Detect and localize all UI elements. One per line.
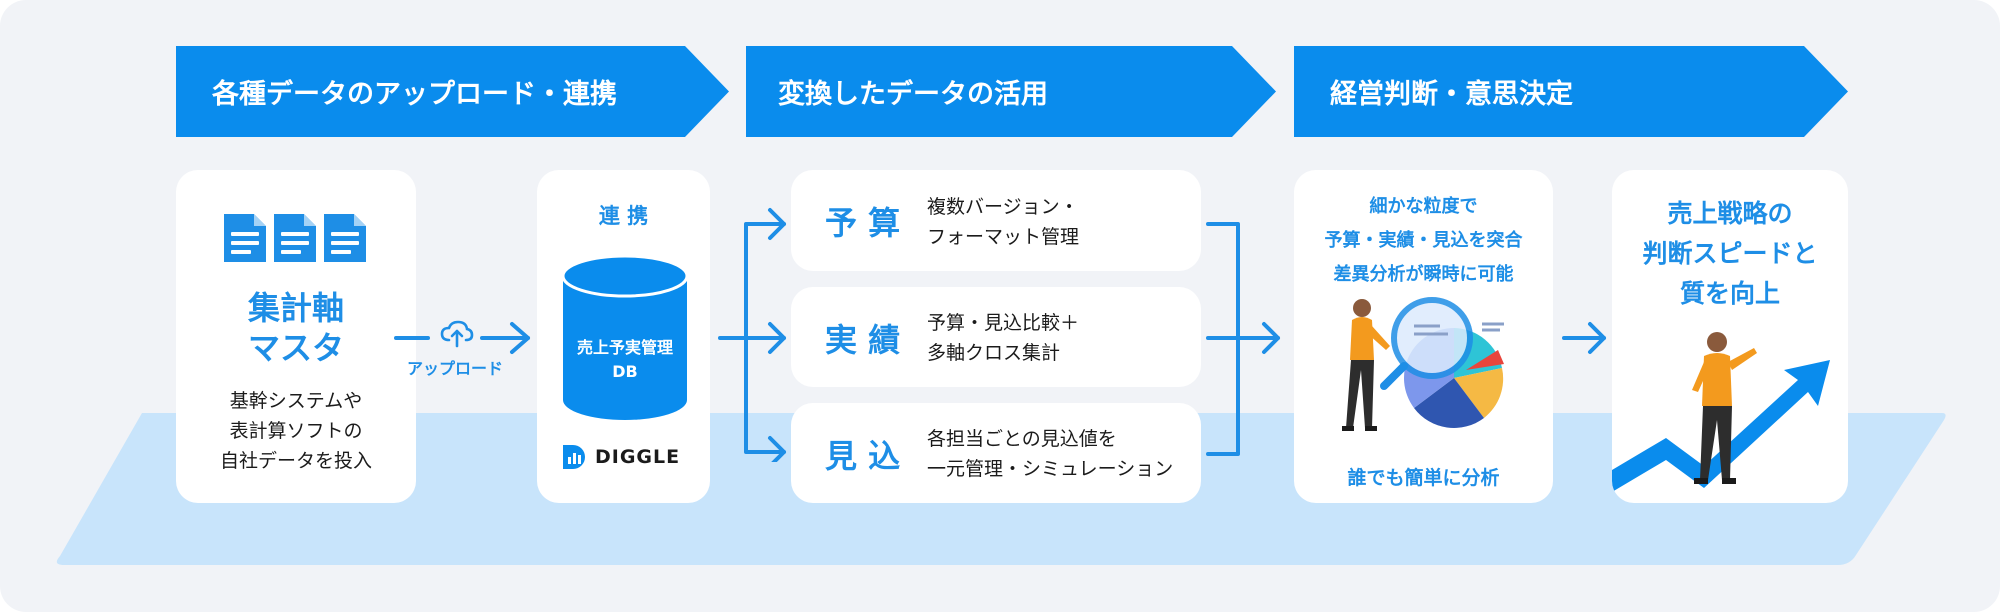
feature-card-forecast: 見 込 各担当ごとの見込値を 一元管理・シミュレーション — [791, 403, 1201, 503]
master-description: 基幹システムや 表計算ソフトの 自社データを投入 — [176, 386, 416, 476]
analysis-card: 細かな粒度で 予算・実績・見込を突合 差異分析が瞬時に可能 — [1294, 170, 1553, 503]
analysis-headline: 細かな粒度で 予算・実績・見込を突合 差異分析が瞬時に可能 — [1294, 190, 1553, 292]
header-utilize: 変換したデータの活用 — [746, 46, 1276, 137]
growth-arrow-illustration-icon — [1612, 332, 1830, 492]
master-title-line: 集計軸 — [247, 289, 344, 327]
feature-card-budget: 予 算 複数バージョン・ フォーマット管理 — [791, 170, 1201, 271]
diggle-logo: DIGGLE — [561, 443, 680, 471]
feature-title: 実 績 — [825, 321, 901, 359]
db-label-line: 売上予実管理 — [576, 338, 673, 357]
feature-desc-line: フォーマット管理 — [927, 226, 1080, 248]
result-arrow — [1562, 322, 1606, 354]
db-label-line: DB — [612, 362, 638, 381]
merge-connector — [1206, 222, 1280, 456]
master-card: 集計軸 マスタ 基幹システムや 表計算ソフトの 自社データを投入 — [176, 170, 416, 503]
feature-desc-line: 一元管理・シミュレーション — [927, 458, 1174, 480]
header-utilize-label: 変換したデータの活用 — [778, 79, 1048, 110]
feature-title: 予 算 — [825, 204, 901, 242]
analysis-footer: 誰でも簡単に分析 — [1347, 467, 1500, 489]
header-upload: 各種データのアップロード・連携 — [176, 46, 729, 137]
header-decision: 経営判断・意思決定 — [1294, 46, 1848, 137]
analysis-headline-line: 細かな粒度で — [1369, 196, 1478, 217]
feature-card-actual: 実 績 予算・見込比較＋ 多軸クロス集計 — [791, 287, 1201, 387]
cloud-upload-icon — [440, 320, 474, 348]
header-decision-label: 経営判断・意思決定 — [1330, 79, 1573, 110]
upload-arrow — [394, 322, 530, 354]
diggle-logo-icon — [563, 445, 585, 469]
feature-desc: 複数バージョン・ フォーマット管理 — [927, 192, 1079, 252]
header-upload-label: 各種データのアップロード・連携 — [212, 79, 617, 110]
feature-desc-line: 多軸クロス集計 — [927, 342, 1061, 364]
strategy-headline-line: 売上戦略の — [1667, 199, 1793, 228]
strategy-card: 売上戦略の 判断スピードと 質を向上 — [1612, 170, 1848, 503]
master-desc-line: 基幹システムや — [229, 390, 363, 412]
db-card: 連 携 売上予実管理 DB DIGGLE — [537, 170, 710, 503]
document-stack-icon — [222, 212, 372, 264]
master-title: 集計軸 マスタ — [176, 288, 416, 368]
feature-desc-line: 予算・見込比較＋ — [927, 312, 1080, 334]
diggle-logo-text: DIGGLE — [595, 446, 681, 468]
upload-label: アップロード — [406, 359, 503, 378]
strategy-headline-line: 質を向上 — [1679, 279, 1780, 308]
feature-title: 見 込 — [825, 437, 901, 475]
database-cylinder — [561, 254, 689, 420]
master-title-line: マスタ — [247, 329, 344, 367]
strategy-headline: 売上戦略の 判断スピードと 質を向上 — [1612, 194, 1848, 314]
analysis-headline-line: 差異分析が瞬時に可能 — [1333, 264, 1514, 285]
branch-connector — [718, 208, 786, 462]
feature-desc: 予算・見込比較＋ 多軸クロス集計 — [927, 308, 1079, 368]
master-desc-line: 自社データを投入 — [219, 450, 372, 472]
analysis-headline-line: 予算・実績・見込を突合 — [1324, 230, 1523, 251]
db-label: 売上予実管理 DB — [561, 336, 689, 384]
master-desc-line: 表計算ソフトの — [229, 420, 363, 442]
db-card-title: 連 携 — [598, 204, 649, 228]
feature-desc: 各担当ごとの見込値を 一元管理・シミュレーション — [927, 424, 1173, 484]
strategy-headline-line: 判断スピードと — [1642, 239, 1818, 268]
analysis-illustration-icon — [1342, 297, 1504, 431]
feature-desc-line: 各担当ごとの見込値を — [927, 428, 1117, 450]
feature-desc-line: 複数バージョン・ — [927, 196, 1079, 218]
